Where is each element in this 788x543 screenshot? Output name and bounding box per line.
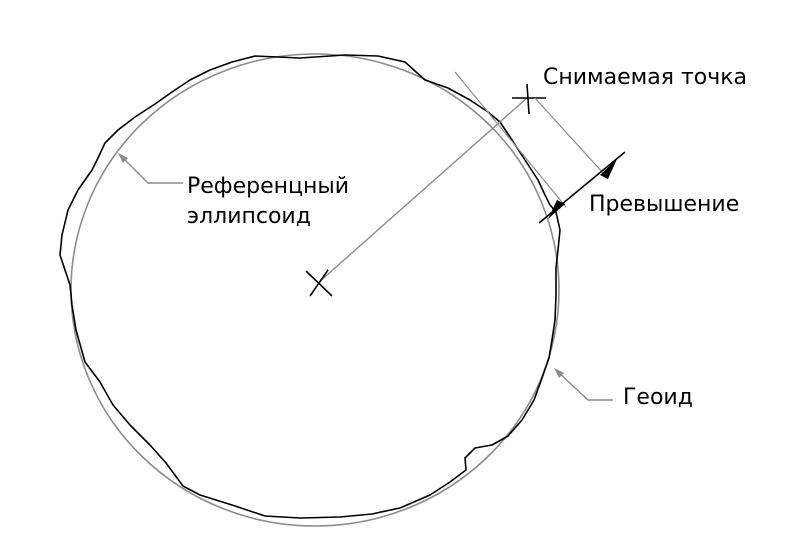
center-cross-marker-icon <box>305 269 333 297</box>
reference-ellipsoid-label-line1: Референцный <box>187 174 349 199</box>
elevation-arrowhead-upper-icon <box>600 159 617 179</box>
geoid-leader-line <box>555 369 613 401</box>
radius-line <box>317 97 528 284</box>
ellipsoid-leader-arrow-icon <box>118 153 128 163</box>
observed-point-label: Снимаемая точка <box>543 65 747 90</box>
elevation-arrowhead-lower-icon <box>548 200 565 219</box>
reference-ellipsoid-label-line2: эллипсоид <box>187 204 311 229</box>
ellipsoid-leader-line <box>119 154 183 184</box>
geoid-leader-arrow-icon <box>554 368 564 378</box>
geoid-outline <box>59 54 561 519</box>
extension-line-point <box>534 97 605 175</box>
geoid-label: Геоид <box>623 385 693 410</box>
observed-point-cross-marker-icon <box>512 83 546 115</box>
extension-line-geoid <box>454 71 567 208</box>
elevation-label: Превышение <box>589 192 739 217</box>
